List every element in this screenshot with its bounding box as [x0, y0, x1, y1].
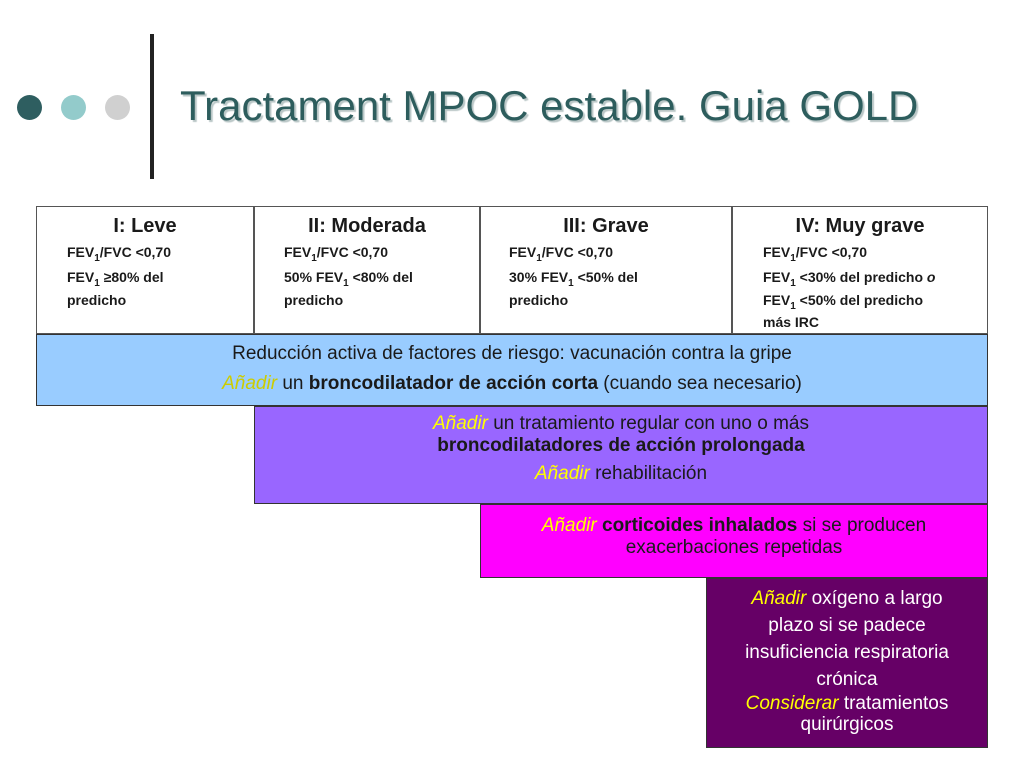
- stage-header-leve: I: Leve FEV1/FVC <0,70 FEV1 ≥80% del pre…: [36, 206, 254, 334]
- long-acting-text: broncodilatadores de acción prolongada: [437, 435, 805, 456]
- exacerbations-text: exacerbaciones repetidas: [625, 537, 843, 558]
- stage-name: IV: Muy grave: [795, 215, 925, 237]
- stage-criteria: FEV1/FVC <0,70 30% FEV1 <50% del predich…: [509, 244, 638, 308]
- stage-header-grave: III: Grave FEV1/FVC <0,70 30% FEV1 <50% …: [480, 206, 732, 334]
- surgery-text-2: quirúrgicos: [800, 714, 894, 735]
- oxygen-text: Añadir oxígeno a largo: [751, 588, 943, 609]
- decor-dot-1: [17, 95, 42, 120]
- rehabilitation-text: Añadir rehabilitación: [534, 463, 708, 484]
- decor-dot-3: [105, 95, 130, 120]
- title-divider: [150, 34, 154, 179]
- stage-header-muy-grave: IV: Muy grave FEV1/FVC <0,70 FEV1 <30% d…: [732, 206, 988, 334]
- treatment-row-moderate: Añadir un tratamiento regular con uno o …: [254, 406, 988, 504]
- risk-reduction-text: Reducción activa de factores de riesgo: …: [232, 343, 792, 364]
- stage-criteria: FEV1/FVC <0,70 FEV1 ≥80% del predicho: [67, 244, 171, 308]
- stage-criteria: FEV1/FVC <0,70 FEV1 <30% del predicho o …: [763, 244, 936, 331]
- oxygen-text-2: plazo si se padece: [768, 615, 926, 636]
- regular-treatment-text: Añadir un tratamiento regular con uno o …: [433, 413, 809, 434]
- short-acting-text: Añadir un broncodilatador de acción cort…: [222, 373, 802, 394]
- stage-criteria: FEV1/FVC <0,70 50% FEV1 <80% del predich…: [284, 244, 413, 308]
- stage-header-moderada: II: Moderada FEV1/FVC <0,70 50% FEV1 <80…: [254, 206, 480, 334]
- stage-name: II: Moderada: [308, 215, 426, 237]
- oxygen-text-4: crónica: [816, 669, 878, 690]
- stage-name: III: Grave: [563, 215, 649, 237]
- oxygen-text-3: insuficiencia respiratoria: [745, 642, 949, 663]
- decor-dot-2: [61, 95, 86, 120]
- treatment-row-muy-grave: Añadir oxígeno a largo plazo si se padec…: [706, 578, 988, 748]
- page-title: Tractament MPOC estable. Guia GOLD: [180, 82, 919, 129]
- treatment-row-all: Reducción activa de factores de riesgo: …: [36, 334, 988, 406]
- stage-name: I: Leve: [113, 215, 177, 237]
- surgery-text: Considerar tratamientos: [745, 693, 949, 714]
- treatment-row-grave: Añadir corticoides inhalados si se produ…: [480, 504, 988, 578]
- corticoids-text: Añadir corticoides inhalados si se produ…: [541, 515, 927, 536]
